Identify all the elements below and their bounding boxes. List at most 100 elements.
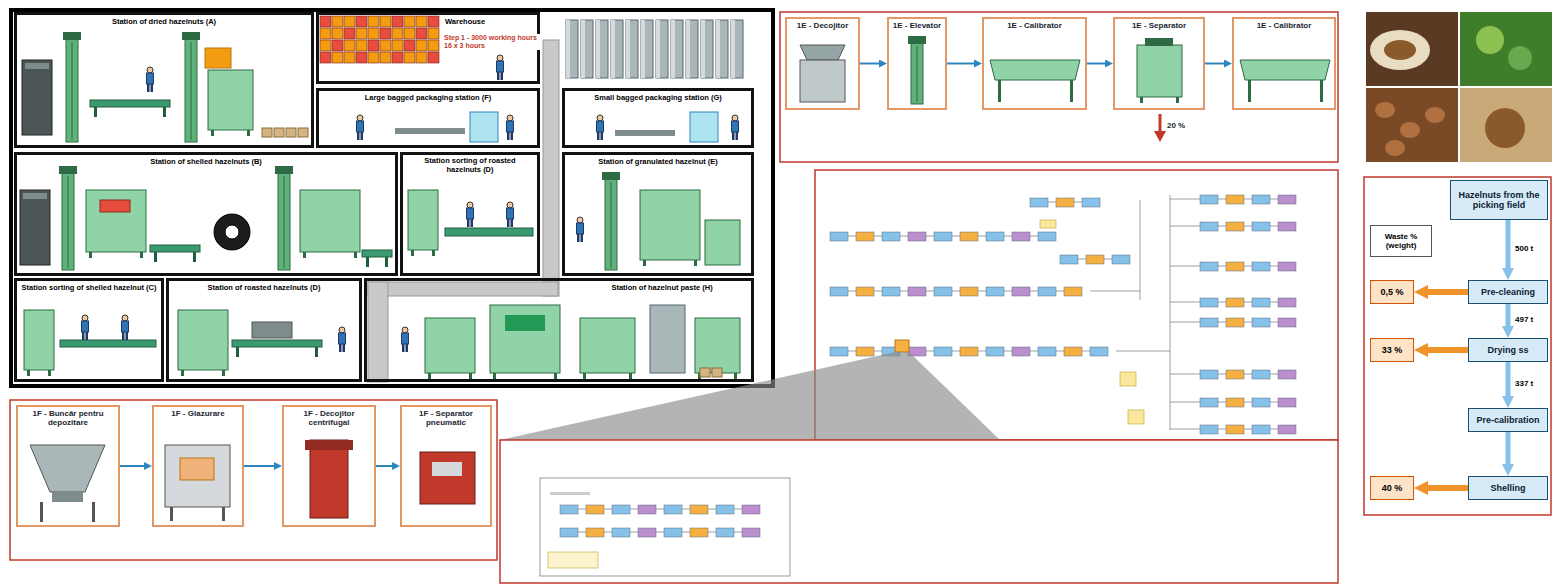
person-body: [339, 333, 346, 344]
granulator: [705, 220, 740, 265]
mini-box: [1278, 425, 1296, 434]
elevator-head: [908, 36, 926, 44]
machine-leg: [303, 252, 306, 258]
storage-cell: [368, 40, 379, 51]
storage-cell: [380, 52, 391, 63]
mini-box: [638, 505, 656, 514]
mini-box: [934, 232, 952, 241]
flow-line: [1170, 429, 1200, 430]
mini-box: [1038, 287, 1056, 296]
factory-wall: [11, 10, 773, 386]
conveyor-leg: [154, 252, 157, 262]
storage-tank: [611, 20, 623, 78]
mini-box: [612, 505, 630, 514]
sorting-table: [60, 340, 156, 347]
flow-quantity: 500 t: [1514, 244, 1534, 253]
person-body: [82, 321, 89, 332]
tank-shine: [656, 20, 660, 78]
machine-leg: [1176, 97, 1179, 103]
mini-box: [1278, 370, 1296, 379]
storage-cell: [416, 16, 427, 27]
roaster-hood: [252, 322, 292, 338]
mini-box: [830, 287, 848, 296]
corridor: [368, 282, 388, 382]
tank-shine: [701, 20, 705, 78]
bag: [286, 128, 296, 137]
person-leg: [402, 344, 405, 352]
conveyor-leg: [236, 347, 239, 357]
legend-box: Waste % (weight): [1370, 225, 1432, 257]
corridor: [368, 282, 558, 296]
mini-box: [856, 347, 874, 356]
machine-leg: [998, 80, 1001, 102]
mini-note: [1040, 220, 1056, 228]
storage-cell: [368, 16, 379, 27]
node-text: 0,5 %: [1380, 287, 1403, 297]
mini-box: [586, 528, 604, 537]
node-text: Station of hazelnut paste (H): [611, 284, 712, 293]
person-leg: [511, 219, 514, 227]
person-head: [507, 115, 513, 121]
elevator-belt: [284, 176, 285, 268]
person-body: [467, 208, 474, 219]
machine: [425, 318, 475, 373]
storage-cell: [416, 40, 427, 51]
mini-box: [1252, 318, 1270, 327]
tank-shine: [686, 20, 690, 78]
storage-tank: [626, 20, 638, 78]
mini-box: [856, 287, 874, 296]
mini-box: [1086, 255, 1104, 264]
storage-cell: [356, 52, 367, 63]
tank-shine: [641, 20, 645, 78]
storage-cell: [332, 28, 343, 39]
mini-box: [1200, 195, 1218, 204]
tank-shine: [581, 20, 585, 78]
mini-box: [1252, 195, 1270, 204]
elevator: [911, 42, 923, 104]
machine-leg: [181, 370, 184, 376]
mini-note: [1120, 372, 1136, 386]
node-text: Station sorting of roasted hazelnuts (D): [407, 157, 533, 174]
photo: [1460, 12, 1552, 86]
node-text: 1F - Decojitor centrifugal: [286, 409, 372, 427]
glazing-machine: [165, 445, 230, 507]
tank-shine: [611, 20, 615, 78]
calibrator: [1240, 60, 1330, 80]
zoom-heading: [550, 492, 590, 495]
mini-box: [664, 528, 682, 537]
photo-detail: [1384, 40, 1416, 60]
node-text: 1F - Separator pneumatic: [404, 409, 488, 427]
tank-shine: [671, 20, 675, 78]
storage-cell: [392, 28, 403, 39]
machine-leg: [89, 252, 92, 258]
mini-box: [1064, 347, 1082, 356]
mini-box: [856, 232, 874, 241]
conveyor: [150, 245, 200, 252]
station-room: Station sorting of shelled hazelnut (C): [14, 278, 164, 382]
node-text: 33 %: [1382, 345, 1403, 355]
person-head: [577, 217, 583, 223]
station-room: Large bagged packaging station (F): [316, 88, 540, 148]
conveyor-leg: [315, 347, 318, 357]
mini-box: [960, 232, 978, 241]
person-leg: [497, 72, 500, 80]
mini-box: [1226, 370, 1244, 379]
machine-leg: [40, 502, 43, 522]
conveyor-leg: [193, 252, 196, 262]
person-leg: [581, 234, 584, 242]
mini-box: [1060, 255, 1078, 264]
zoom-source: [895, 340, 909, 352]
flow-arrow: [1428, 485, 1468, 491]
corridor: [543, 40, 559, 296]
machine-panel: [100, 200, 130, 212]
flow-arrow: [120, 465, 144, 467]
flow-arrow: [1428, 347, 1468, 353]
person-leg: [732, 132, 735, 140]
elevator-head: [275, 166, 293, 174]
machine-panel: [505, 315, 545, 331]
waste-box: 40 %: [1370, 476, 1414, 500]
photo-detail: [1476, 26, 1504, 54]
person-body: [507, 208, 514, 219]
storage-cell: [404, 16, 415, 27]
mini-box: [934, 287, 952, 296]
